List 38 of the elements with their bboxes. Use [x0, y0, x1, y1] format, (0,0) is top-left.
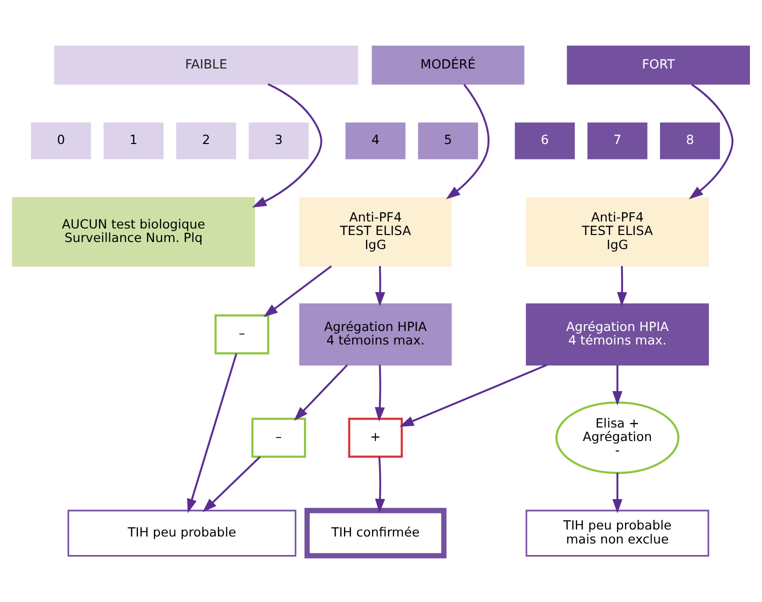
node-box: 5 — [417, 121, 480, 160]
arrow — [688, 84, 734, 200]
node-box: – — [214, 314, 270, 354]
arrow — [375, 266, 386, 306]
node-box: TIH confirmée — [304, 508, 446, 558]
node-box: Agrégation HPIA 4 témoins max. — [299, 303, 452, 366]
arrow — [263, 265, 332, 318]
arrow — [294, 364, 348, 421]
node-box: 7 — [586, 121, 648, 160]
node-ellipse: Elisa + Agrégation - — [555, 401, 680, 474]
arrow — [399, 364, 548, 427]
node-box: FAIBLE — [54, 46, 358, 85]
node-box: Agrégation HPIA 4 témoins max. — [526, 303, 709, 366]
arrow — [187, 353, 238, 514]
node-box: MODÉRÉ — [372, 46, 524, 85]
arrow — [375, 456, 386, 514]
node-box: TIH peu probable mais non exclue — [526, 510, 710, 557]
node-box: Anti-PF4 TEST ELISA IgG — [299, 197, 452, 267]
node-box: + — [348, 418, 403, 458]
node-box: FORT — [566, 46, 750, 85]
arrow — [617, 266, 628, 306]
arrow — [202, 456, 261, 512]
node-box: 2 — [175, 121, 238, 160]
node-box: – — [251, 418, 306, 458]
node-box: 4 — [344, 121, 406, 160]
node-box: Anti-PF4 TEST ELISA IgG — [526, 197, 709, 267]
arrow — [612, 365, 622, 406]
node-box: 3 — [248, 121, 310, 160]
arrow — [374, 364, 385, 422]
node-box: AUCUN test biologique Surveillance Num. Plq — [12, 197, 256, 267]
node-box: TIH peu probable — [68, 510, 296, 557]
node-box: 0 — [30, 121, 92, 160]
node-box: 1 — [102, 121, 165, 160]
arrow — [252, 83, 322, 208]
node-box: 6 — [514, 121, 576, 160]
node-box: 8 — [658, 121, 721, 160]
arrow — [612, 472, 622, 514]
arrow — [446, 84, 490, 200]
